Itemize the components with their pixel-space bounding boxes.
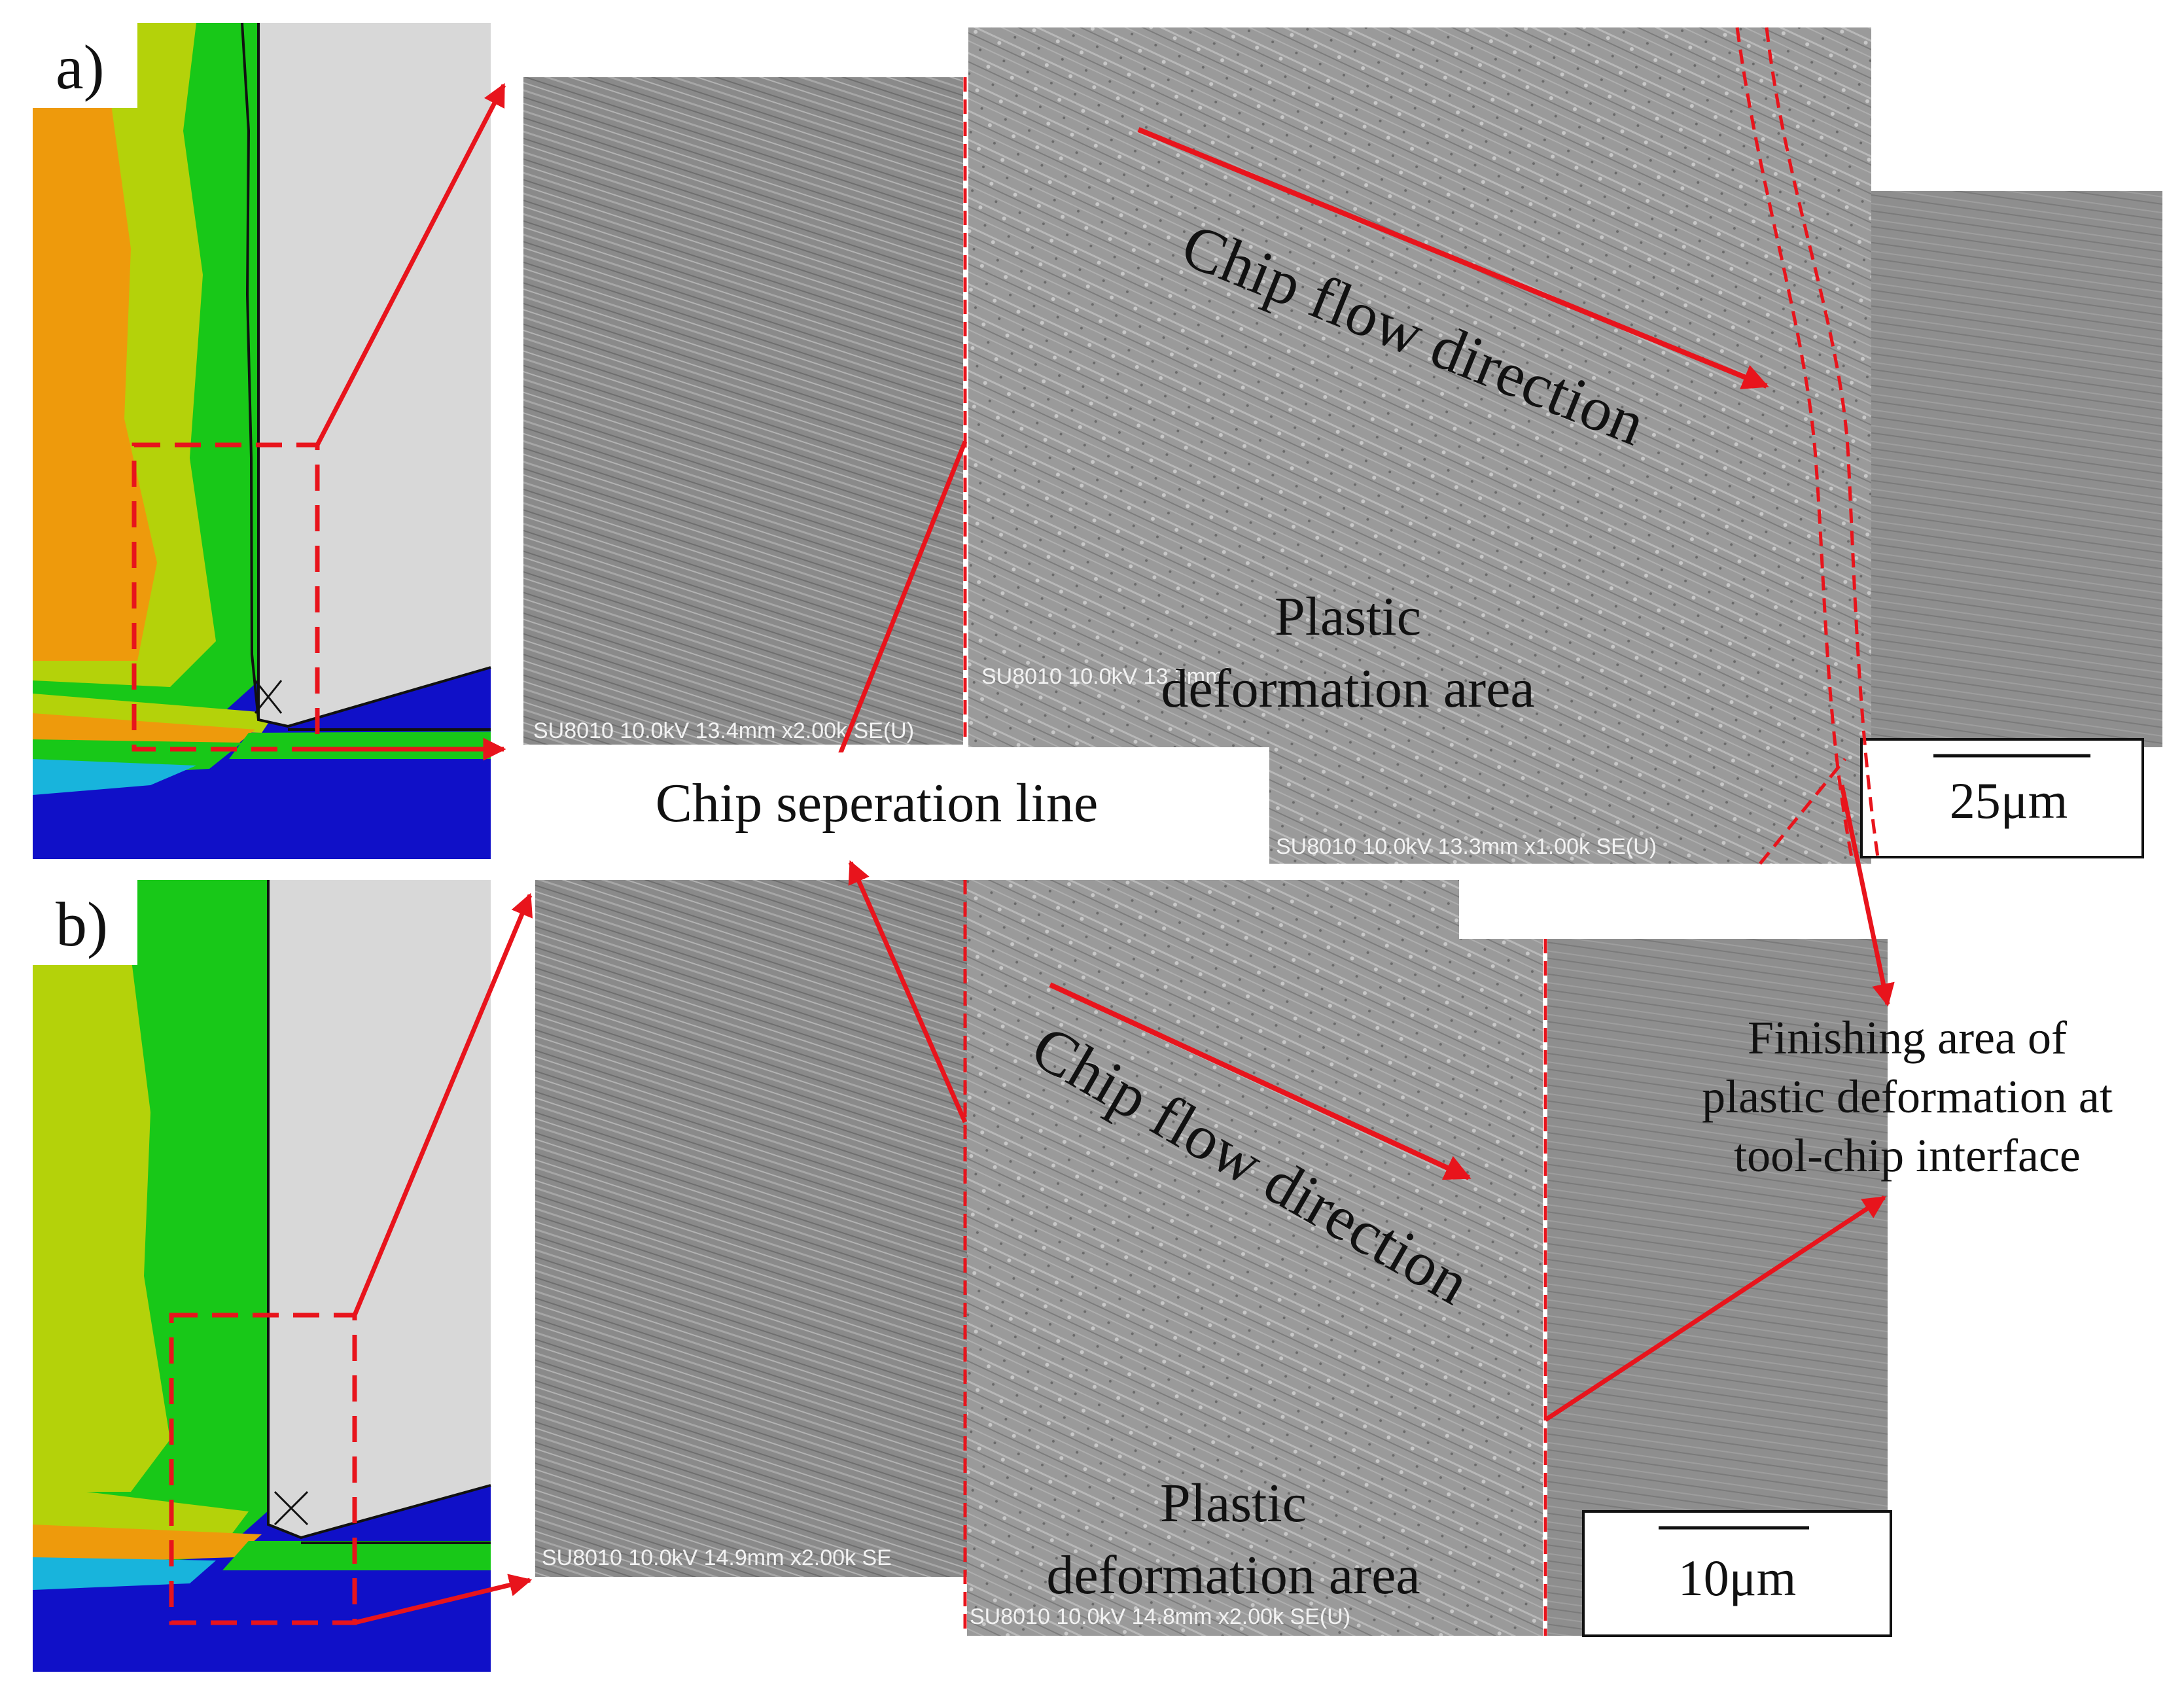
scale-bar-b: 10μm	[1582, 1510, 1892, 1637]
panel-a-sem-mid-caption: SU8010 10.0kV 13.3mm	[981, 664, 1224, 689]
panel-a-label: a)	[56, 32, 105, 102]
panel-a-white-gap	[968, 759, 1269, 890]
panel-b-sem-mid: SU8010 10.0kV 14.8mm x2.00k SE(U)	[967, 880, 1544, 1636]
separation-label-bg	[608, 752, 968, 844]
finishing-area-label-2: plastic deformation at	[1702, 1070, 2113, 1123]
finishing-area-label-3: tool-chip interface	[1734, 1129, 2081, 1182]
panel-b-area-label-2: deformation area	[1046, 1545, 1420, 1606]
scale-bar-b-label: 10μm	[1678, 1549, 1797, 1606]
panel-b-sem-left-caption: SU8010 10.0kV 14.9mm x2.00k SE	[542, 1545, 892, 1570]
scale-bar-a-label: 25μm	[1950, 772, 2068, 829]
panel-b-area-label-1: Plastic	[1160, 1473, 1307, 1534]
scale-bar-a: 25μm	[1860, 738, 2144, 858]
panel-a-area-label-2: deformation area	[1161, 658, 1534, 719]
panel-b-simulation: b)	[33, 880, 491, 1672]
panel-a-sem-right: SU8010 10.0kV 13.3mm x1.00k SE(U)	[1269, 191, 2162, 864]
panel-a-area-label-1: Plastic	[1275, 586, 1421, 647]
red-annotations	[132, 27, 1895, 1636]
panel-a-sem-left-caption: SU8010 10.0kV 13.4mm x2.00k SE(U)	[533, 718, 914, 743]
panel-a-sem-right-caption: SU8010 10.0kV 13.3mm x1.00k SE(U)	[1276, 834, 1657, 859]
finishing-area-label-1: Finishing area of	[1748, 1012, 2067, 1064]
panel-a-simulation: a)	[33, 22, 491, 859]
chip-separation-label: Chip seperation line	[656, 773, 1099, 834]
panel-a-sem-mid: SU8010 10.0kV 13.3mm	[968, 27, 1871, 747]
panel-b-sem-left: SU8010 10.0kV 14.9mm x2.00k SE	[535, 880, 967, 1577]
panel-b-sem-mid-caption: SU8010 10.0kV 14.8mm x2.00k SE(U)	[970, 1604, 1350, 1629]
panel-b-label: b)	[56, 889, 108, 959]
panel-a-sem-left: SU8010 10.0kV 13.4mm x2.00k SE(U)	[523, 77, 963, 745]
